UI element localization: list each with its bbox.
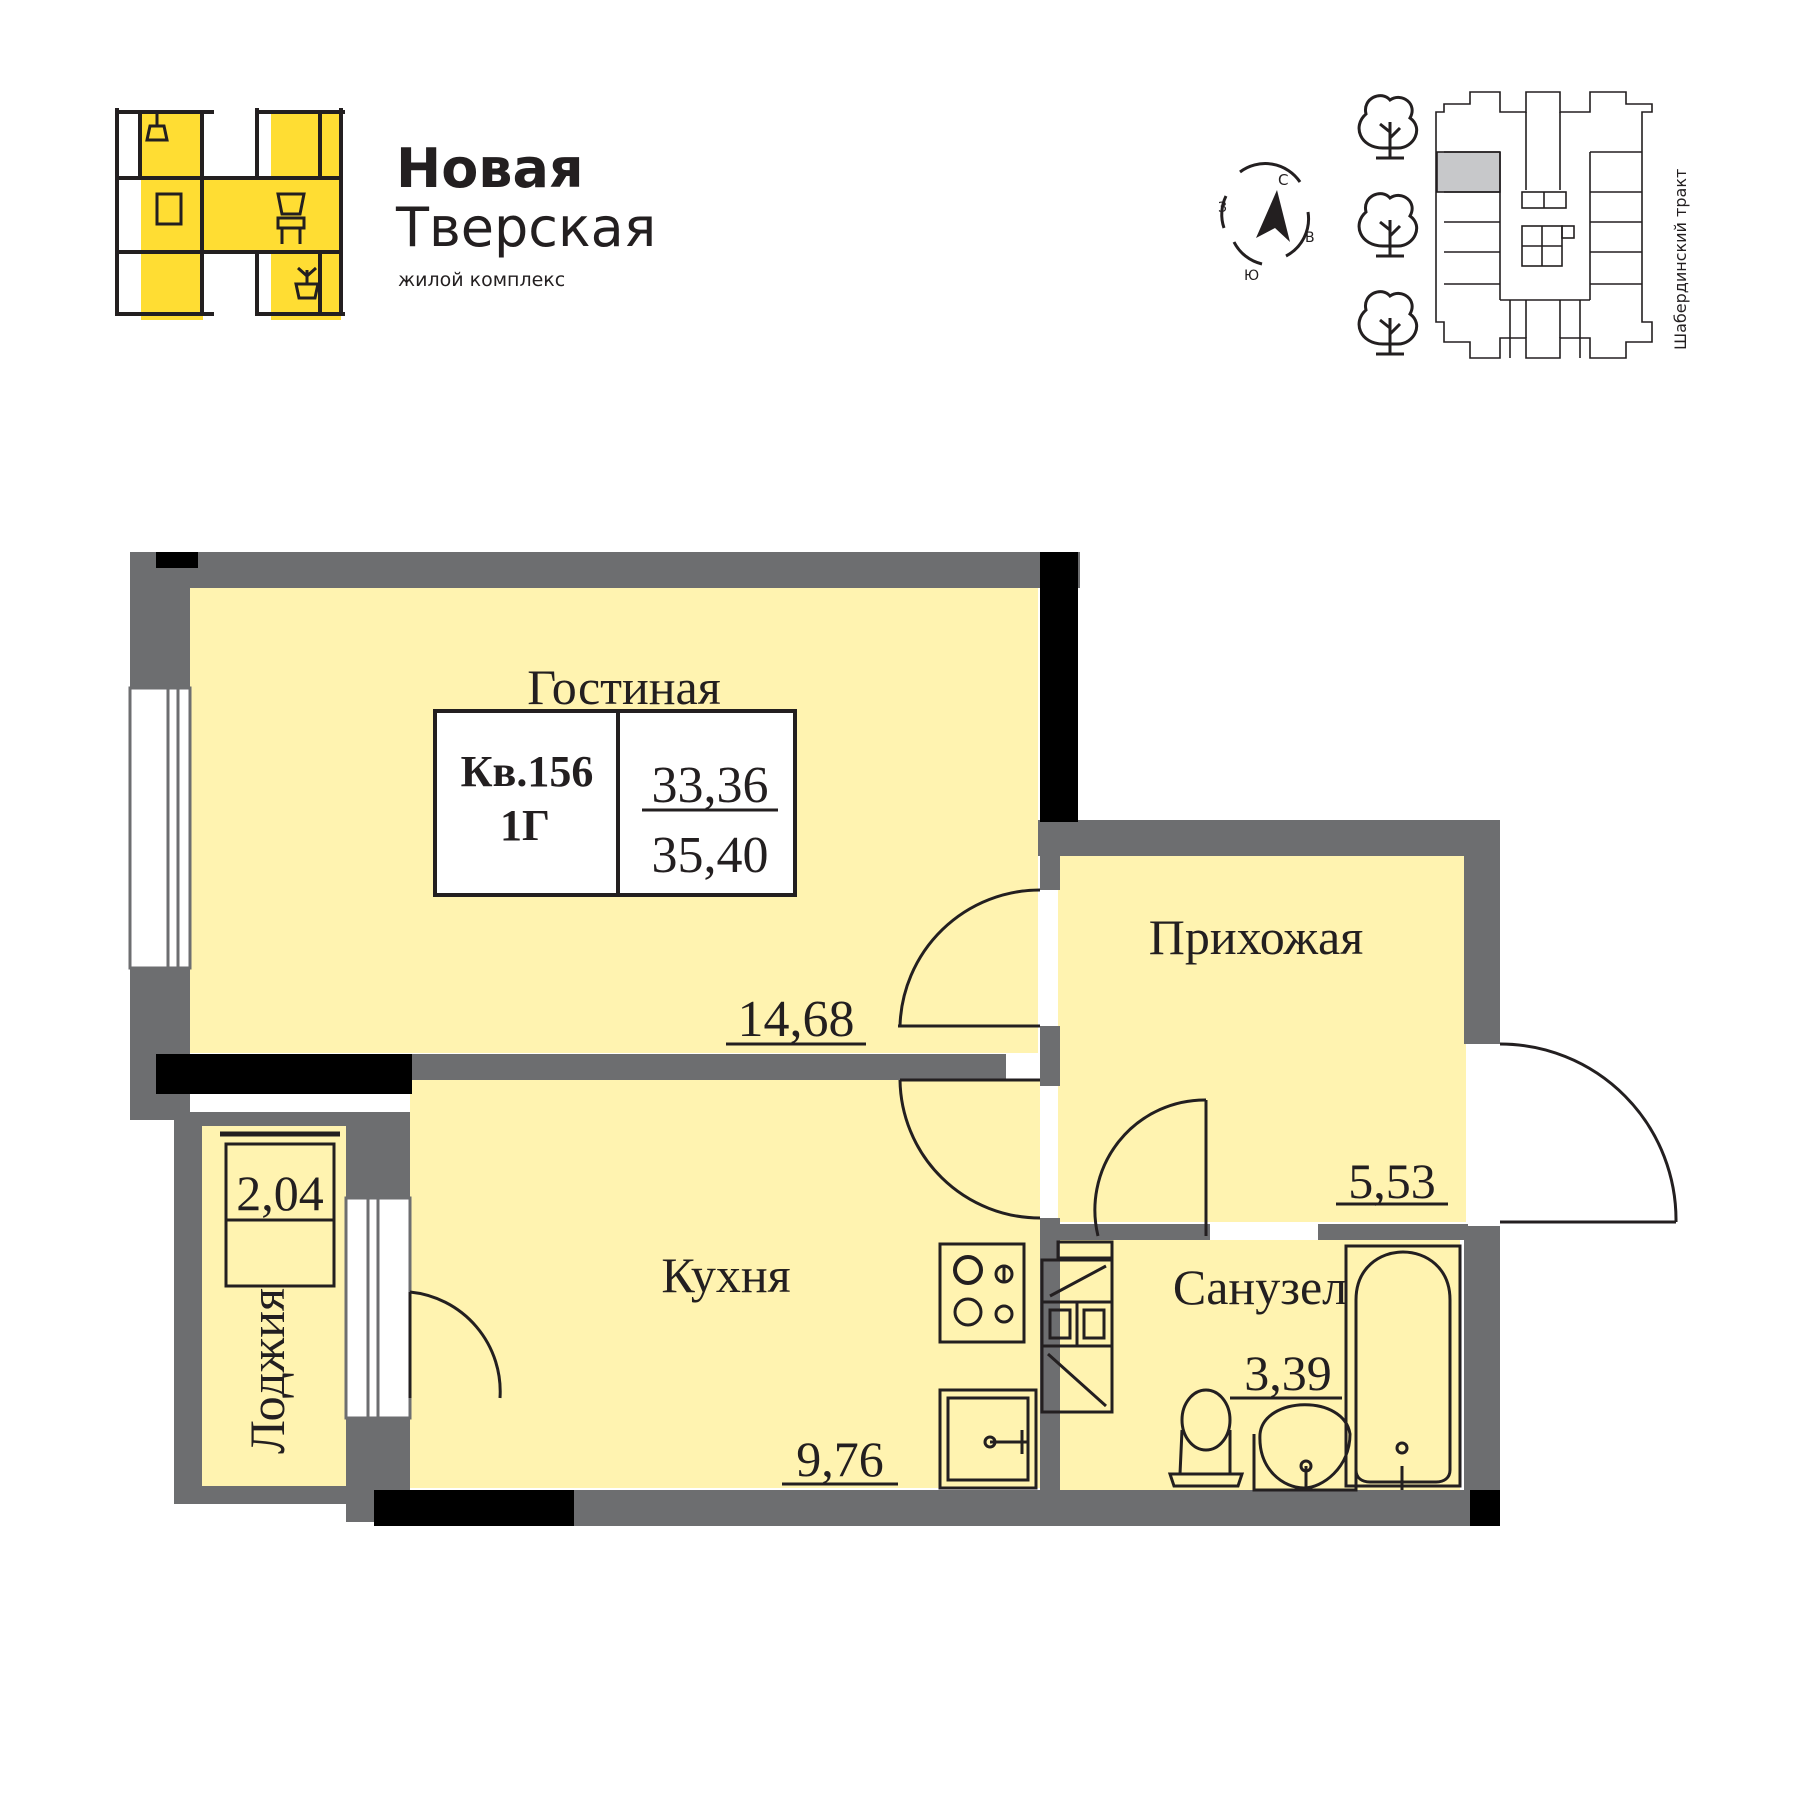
brand-logo bbox=[115, 108, 345, 320]
building-site-plan bbox=[1435, 91, 1653, 359]
total-area-value: 35,40 bbox=[652, 827, 769, 884]
compass-rose: С З В Ю bbox=[1218, 162, 1315, 284]
structural-walls bbox=[156, 552, 1500, 1526]
apartment-number: Кв.156 bbox=[461, 747, 594, 796]
apartment-type: 1Г bbox=[500, 801, 550, 850]
bathtub-icon bbox=[1344, 1244, 1462, 1490]
room-living-name: Гостиная bbox=[527, 659, 721, 715]
compass-south: Ю bbox=[1244, 268, 1259, 284]
clothes-dryer-icon bbox=[220, 1131, 340, 1288]
room-loggia-name: Лоджия bbox=[239, 1288, 295, 1454]
room-hall-fill bbox=[1058, 856, 1466, 1222]
room-bath-area: 3,39 bbox=[1244, 1345, 1332, 1401]
tree-icon bbox=[1357, 192, 1419, 258]
lamp-icon bbox=[145, 112, 169, 142]
compass-arrow-icon bbox=[1256, 190, 1290, 242]
room-kitchen-fill bbox=[410, 1079, 1040, 1488]
street-label: Шабердинский тракт bbox=[1671, 169, 1690, 350]
toilet-icon bbox=[1167, 1388, 1245, 1488]
room-living-area: 14,68 bbox=[738, 991, 855, 1048]
chair-icon bbox=[276, 192, 306, 244]
room-hall-name: Прихожая bbox=[1149, 909, 1363, 965]
apartment-info-box bbox=[433, 709, 797, 897]
room-kitchen-name: Кухня bbox=[661, 1247, 790, 1303]
kitchen-sink-icon bbox=[938, 1388, 1038, 1490]
tree-icon bbox=[1357, 94, 1419, 160]
picture-frame-icon bbox=[155, 192, 183, 226]
living-area-value: 33,36 bbox=[652, 757, 769, 814]
washing-machine-icon bbox=[1040, 1240, 1114, 1414]
brand-name-line1: Новая bbox=[396, 137, 584, 200]
brand-name-line2: Тверская bbox=[395, 196, 656, 259]
compass-north: С bbox=[1278, 171, 1288, 189]
compass-east: В bbox=[1305, 230, 1315, 246]
room-hall-area: 5,53 bbox=[1348, 1153, 1436, 1209]
tree-icon bbox=[1357, 290, 1419, 356]
plant-icon bbox=[294, 266, 320, 300]
stove-icon bbox=[938, 1242, 1026, 1344]
brand-tagline: жилой комплекс bbox=[398, 269, 565, 291]
door-swings bbox=[408, 888, 1678, 1399]
room-bath-name: Санузел bbox=[1173, 1259, 1347, 1315]
floor-plan bbox=[128, 552, 1678, 1526]
compass-west: З bbox=[1218, 200, 1227, 216]
room-kitchen-area: 9,76 bbox=[796, 1431, 884, 1487]
room-loggia-area: 2,04 bbox=[236, 1165, 324, 1221]
